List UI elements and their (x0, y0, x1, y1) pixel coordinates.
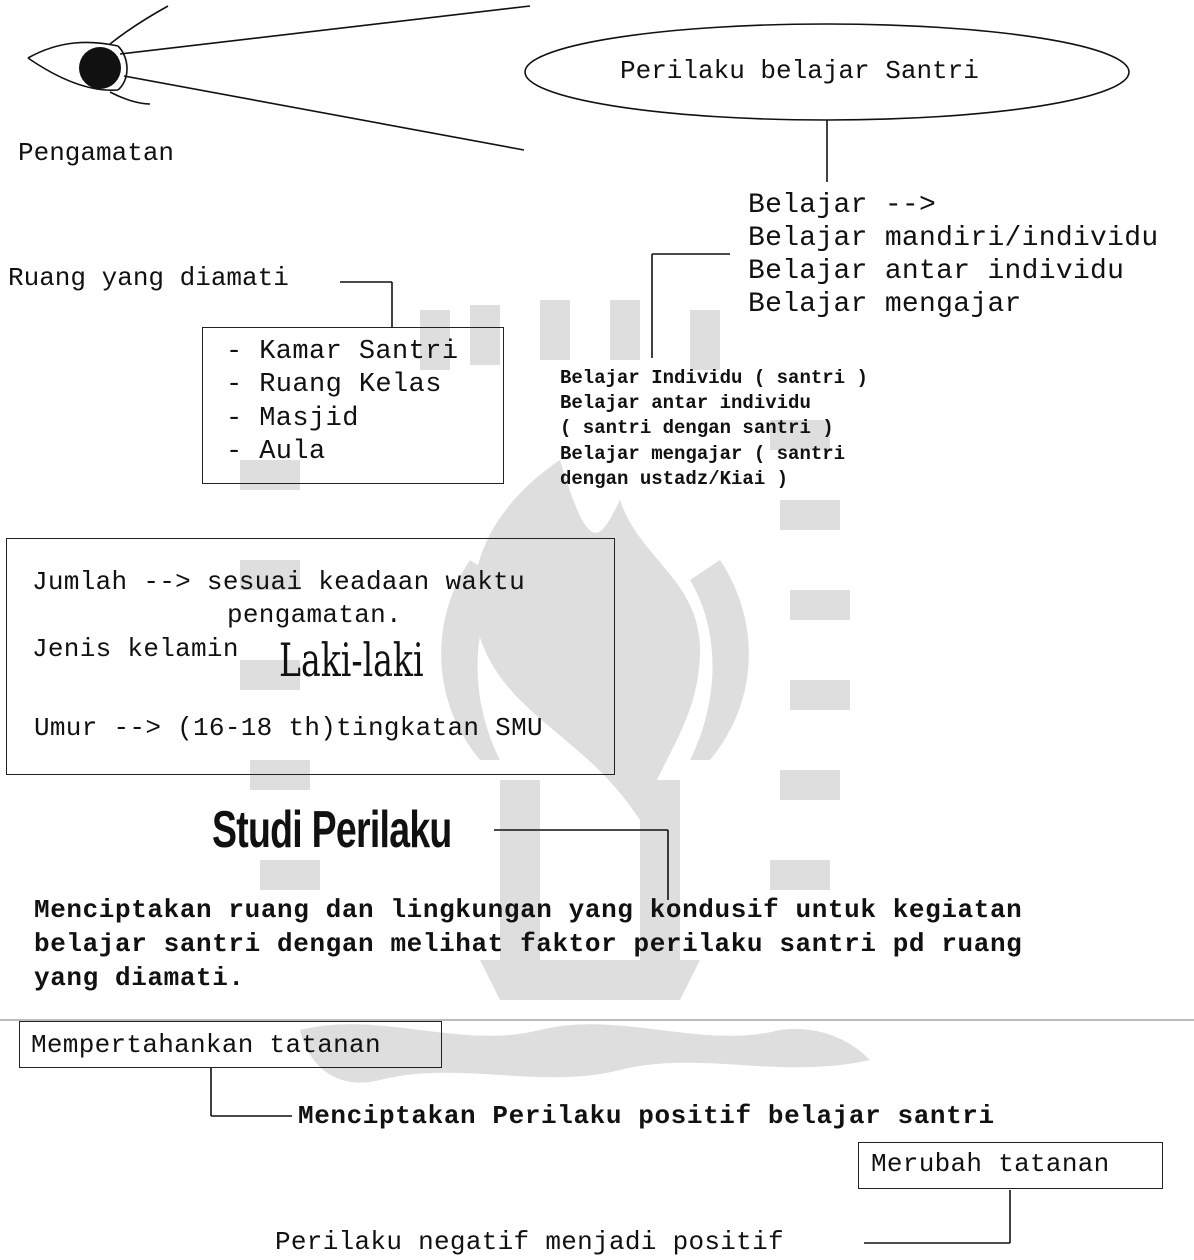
room-item: - Aula (226, 437, 326, 467)
count-line: pengamatan. (227, 600, 402, 630)
learning-detail-line: Belajar antar individu (560, 392, 811, 414)
study-description-line: yang diamati. (34, 963, 245, 993)
room-item: - Kamar Santri (226, 337, 458, 367)
learning-types-heading: Belajar --> (748, 190, 936, 221)
observation-target: Perilaku belajar Santri (620, 56, 979, 86)
rooms-label: Ruang yang diamati (8, 263, 289, 293)
gender-label: Jenis kelamin (32, 634, 239, 664)
learning-type-item: Belajar antar individu (748, 256, 1124, 287)
room-item: - Ruang Kelas (226, 370, 442, 400)
learning-detail-line: ( santri dengan santri ) (560, 417, 834, 439)
learning-detail-line: Belajar Individu ( santri ) (560, 367, 868, 389)
pupil (79, 47, 121, 89)
age-line: Umur --> (16-18 th)tingkatan SMU (34, 713, 543, 743)
change-label: Merubah tatanan (871, 1149, 1110, 1179)
learning-detail-line: dengan ustadz/Kiai ) (560, 468, 788, 490)
observation-label: Pengamatan (18, 138, 174, 168)
learning-type-item: Belajar mandiri/individu (748, 223, 1158, 254)
maintain-result: Menciptakan Perilaku positif belajar san… (298, 1101, 995, 1131)
study-title: Studi Perilaku (212, 800, 452, 860)
room-item: - Masjid (226, 404, 359, 434)
learning-detail-line: Belajar mengajar ( santri (560, 443, 845, 465)
study-description-line: Menciptakan ruang dan lingkungan yang ko… (34, 895, 1022, 925)
study-description-line: belajar santri dengan melihat faktor per… (34, 929, 1022, 959)
learning-type-item: Belajar mengajar (748, 289, 1022, 320)
gender-value: Laki-laki (279, 633, 424, 687)
count-line: Jumlah --> sesuai keadaan waktu (32, 567, 525, 597)
change-result: Perilaku negatif menjadi positif (275, 1227, 784, 1257)
maintain-label: Mempertahankan tatanan (31, 1030, 381, 1060)
